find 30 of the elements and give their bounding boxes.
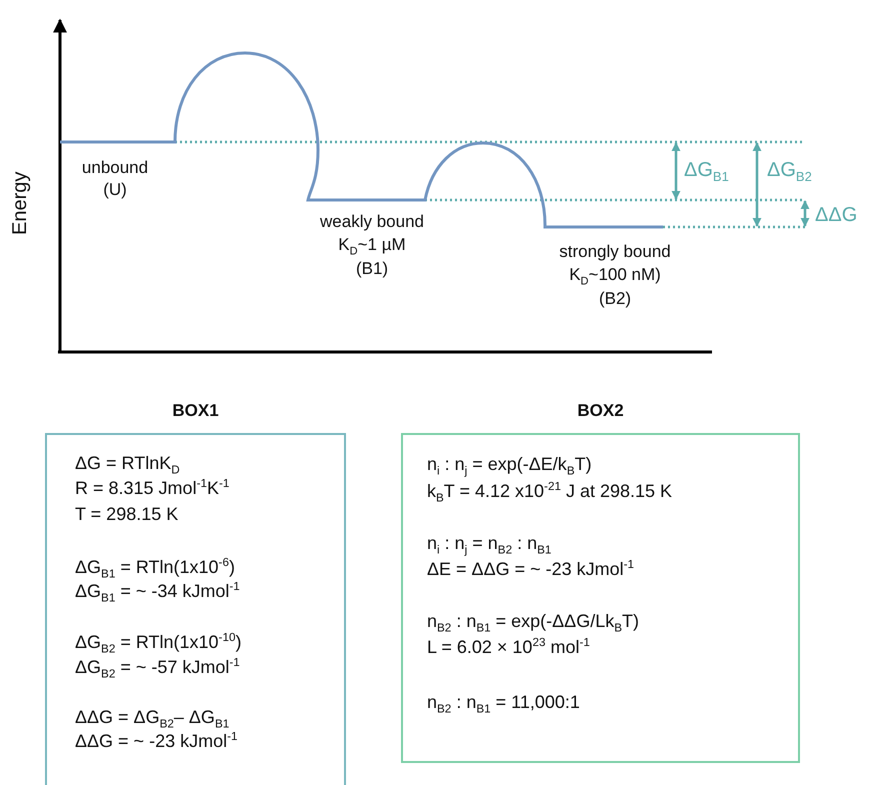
state-label: unbound [82, 158, 148, 178]
dimension-label: ΔG$_{B2}$ [767, 160, 812, 180]
equation: ΔG$_{B1}$ = RTln(1x10$^{-6}$) [75, 556, 235, 578]
equation: n$_{B2}$ : n$_{B1}$ = 11,000:1 [427, 691, 580, 713]
box-heading: BOX2 [577, 401, 624, 421]
state-label: weakly bound [320, 212, 424, 232]
equation: ΔΔG = ΔG$_{B2}$– ΔG$_{B1}$ [75, 706, 230, 728]
equation: n$_{i}$ : n$_{j}$ = n$_{B2}$ : n$_{B1}$ [427, 532, 552, 554]
equation: ΔG$_{B2}$ = RTln(1x10$^{-10}$) [75, 631, 242, 653]
dimension-label: ΔG$_{B1}$ [684, 160, 729, 180]
equation: L = 6.02 × 10$^{23}$ mol$^{-1}$ [427, 636, 590, 658]
equation: T = 298.15 K [75, 503, 178, 525]
equation: ΔG$_{B2}$ = ~ -57 kJmol$^{-1}$ [75, 656, 240, 678]
state-label: (B1) [356, 259, 388, 279]
state-label: strongly bound [559, 242, 671, 262]
equation: n$_{i}$ : n$_{j}$ = exp(-ΔE/k$_{B}$T) [427, 453, 592, 475]
box-heading: BOX1 [172, 401, 219, 421]
state-label: (B2) [598, 289, 632, 309]
equation: ΔΔG = ~ -23 kJmol$^{-1}$ [75, 730, 238, 752]
equation: ΔG$_{B1}$ = ~ -34 kJmol$^{-1}$ [75, 580, 240, 602]
state-label: (U) [103, 180, 127, 200]
state-label: K$_{D}$~1 µM [338, 235, 406, 255]
axis-title: Energy [10, 172, 30, 235]
state-label: K$_{D}$~100 nM) [569, 265, 661, 285]
equation: n$_{B2}$ : n$_{B1}$ = exp(-ΔΔG/Lk$_{B}$T) [427, 610, 640, 632]
equation: k$_{B}$T = 4.12 x10$^{-21}$ J at 298.15 K [427, 480, 672, 502]
dimension-label: ΔΔG [815, 205, 858, 225]
equation: R = 8.315 Jmol$^{-1}$K$^{-1}$ [75, 477, 230, 499]
equation: ΔG = RTlnK$_{D}$ [75, 452, 180, 474]
equation: ΔE = ΔΔG = ~ -23 kJmol$^{-1}$ [427, 558, 634, 580]
